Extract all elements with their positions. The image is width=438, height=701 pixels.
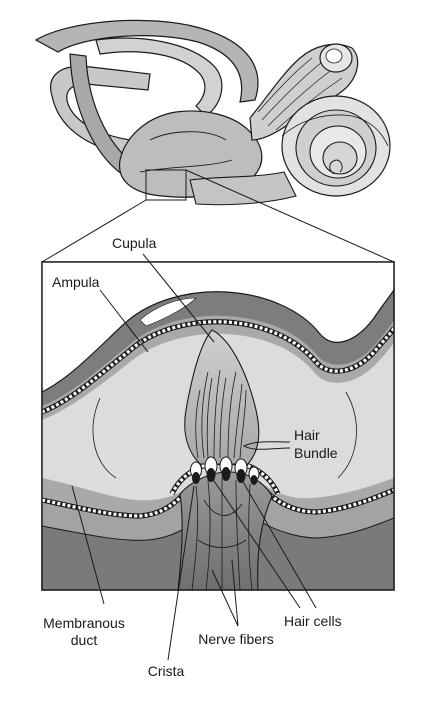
leader-lines [71,253,317,661]
hair-bundles [195,369,247,459]
label-hair-bundle-2: Bundle [294,445,338,461]
semicircular-canal-anterior [34,19,259,103]
label-hair-cells: Hair cells [284,613,342,629]
label-cupula: Cupula [112,235,157,251]
crista-nerve-stalk [177,471,273,590]
ampulla-wall-top [42,262,394,388]
cochlea [281,95,391,197]
saccule [189,171,297,206]
ampulla-magnified-view [41,261,395,591]
label-membranous-2: duct [71,632,98,648]
hair-cells [190,456,260,485]
magnified-region-indicator [145,169,187,201]
labels: Cupula Ampula Hair Bundle Membranous duc… [43,235,341,679]
label-membranous-1: Membranous [43,615,125,631]
inner-ear-overview [34,19,391,206]
vestibule [118,110,263,198]
label-nerve-fibers: Nerve fibers [198,631,273,647]
magnification-lines [41,169,395,263]
label-ampula: Ampula [52,274,100,290]
label-crista: Crista [148,663,185,679]
label-hair-bundle-1: Hair [294,427,320,443]
